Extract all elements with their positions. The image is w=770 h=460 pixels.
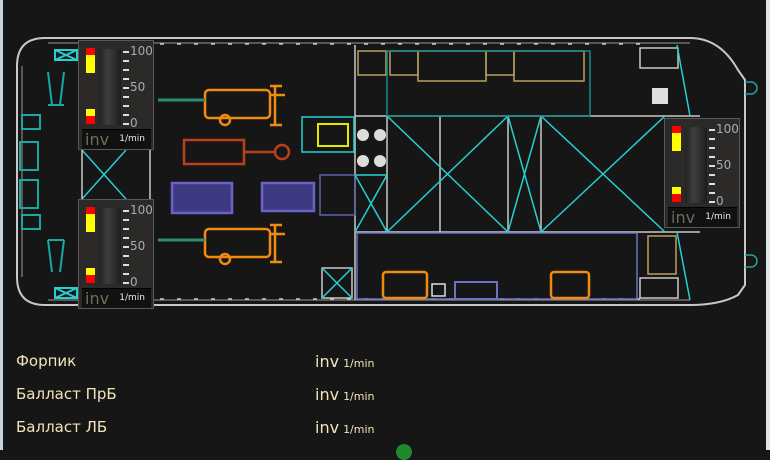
- left-fittings: [19, 49, 78, 299]
- engine-bottom: [203, 223, 285, 266]
- unit: 1/min: [343, 423, 375, 436]
- scale-mid: 50: [130, 239, 146, 253]
- scale-max: 100: [716, 122, 739, 136]
- pump-unit: [182, 138, 291, 166]
- gauge-readout: inv 1/min: [668, 207, 737, 227]
- scale-min: 0: [716, 194, 724, 208]
- gauge-value: inv: [671, 208, 696, 227]
- gauge-readout: inv 1/min: [82, 288, 151, 308]
- alarm-low-segment: [672, 194, 681, 202]
- warn-low-segment: [672, 187, 681, 194]
- railing: [160, 43, 640, 300]
- row-label-ballast-port: Балласт ЛБ: [16, 418, 108, 436]
- ladder: [317, 123, 349, 147]
- gauge-readout: inv 1/min: [82, 129, 151, 149]
- tanks-round: [357, 129, 386, 167]
- alarm-high-segment: [86, 48, 95, 55]
- aft-equipment: [381, 270, 591, 300]
- ship-schematic: [16, 37, 758, 306]
- rpm-gauge-1: 100 50 0 inv 1/min: [78, 40, 154, 150]
- value: inv: [315, 352, 340, 371]
- value: inv: [315, 385, 340, 404]
- rpm-gauge-3: 100 50 0 inv 1/min: [664, 118, 740, 228]
- hull-outline: [16, 37, 746, 306]
- gauge-bar: [99, 208, 121, 284]
- gauge-bar: [99, 49, 121, 125]
- unit: 1/min: [343, 390, 375, 403]
- generators: [170, 181, 316, 215]
- gauge-value: inv: [85, 130, 110, 149]
- warn-low-segment: [86, 109, 95, 116]
- warn-high-segment: [86, 214, 95, 232]
- warn-high-segment: [86, 55, 95, 73]
- gauge-unit: 1/min: [119, 293, 145, 303]
- row-label-forepeak: Форпик: [16, 352, 77, 370]
- gauge-bar: [685, 127, 707, 203]
- scrollbar[interactable]: [766, 0, 770, 450]
- alarm-low-segment: [86, 275, 95, 283]
- warn-low-segment: [86, 268, 95, 275]
- scale-max: 100: [130, 44, 153, 58]
- scale-min: 0: [130, 116, 138, 130]
- status-indicator: [396, 444, 412, 460]
- scale-mid: 50: [716, 158, 732, 172]
- gauge-value: inv: [85, 289, 110, 308]
- row-label-ballast-starboard: Балласт ПрБ: [16, 385, 117, 403]
- rpm-gauge-2: 100 50 0 inv 1/min: [78, 199, 154, 309]
- alarm-high-segment: [672, 126, 681, 133]
- scale-min: 0: [130, 275, 138, 289]
- alarm-low-segment: [86, 116, 95, 124]
- value: inv: [315, 418, 340, 437]
- gauge-unit: 1/min: [705, 212, 731, 222]
- scale-mid: 50: [130, 80, 146, 94]
- engine-top: [203, 84, 285, 127]
- gauge-unit: 1/min: [119, 134, 145, 144]
- window-left-edge: [0, 0, 3, 450]
- scale-max: 100: [130, 203, 153, 217]
- unit: 1/min: [343, 357, 375, 370]
- alarm-high-segment: [86, 207, 95, 214]
- cabins: [357, 50, 585, 82]
- warn-high-segment: [672, 133, 681, 151]
- tanks: [301, 44, 691, 301]
